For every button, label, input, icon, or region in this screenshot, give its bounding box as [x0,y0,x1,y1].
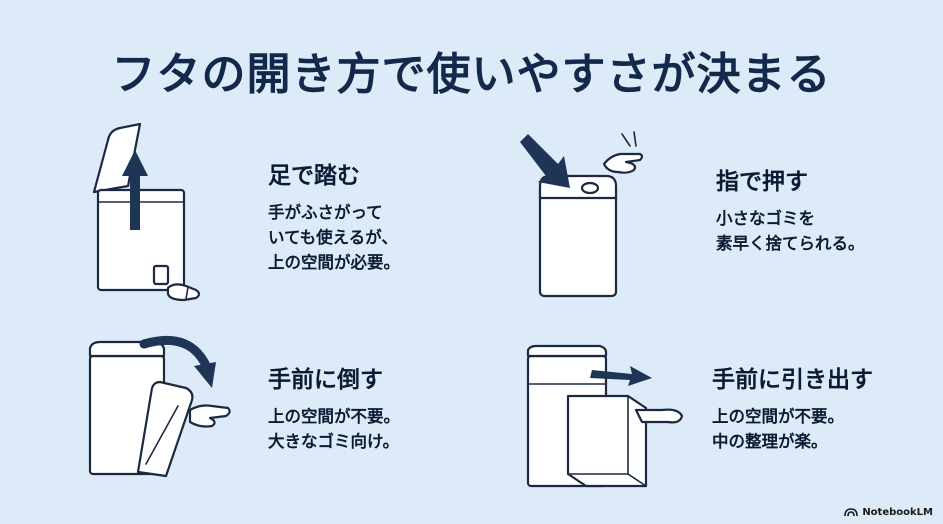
push-button-bin-icon [512,126,652,298]
card-pedal: 足で踏む 手がふさがって いても使えるが、 上の空間が必要。 [268,156,400,275]
card-heading: 足で踏む [268,163,360,189]
card-body: 上の空間が不要。 中の整理が楽。 [712,407,844,451]
tilt-out-bin-icon [82,335,242,486]
pull-out-drawer-bin-icon [522,344,692,494]
card-heading: 指で押す [716,169,808,195]
card-heading: 手前に引き出す [712,367,873,393]
notebooklm-logo-icon [844,508,859,517]
card-body: 小さなゴミを 素早く捨てられる。 [716,209,865,253]
card-body: 手がふさがって いても使えるが、 上の空間が必要。 [268,203,400,272]
card-body: 上の空間が不要。 大きなゴミ向け。 [268,407,400,451]
card-pull: 手前に引き出す 上の空間が不要。 中の整理が楽。 [712,360,873,454]
card-heading: 手前に倒す [268,367,383,393]
card-tilt: 手前に倒す 上の空間が不要。 大きなゴミ向け。 [268,360,400,454]
notebooklm-badge: NotebookLM [844,507,933,518]
card-push: 指で押す 小さなゴミを 素早く捨てられる。 [716,162,865,256]
page-title: フタの開き方で使いやすさが決まる [111,49,832,100]
pedal-bin-icon [88,118,218,308]
badge-label: NotebookLM [862,507,933,518]
